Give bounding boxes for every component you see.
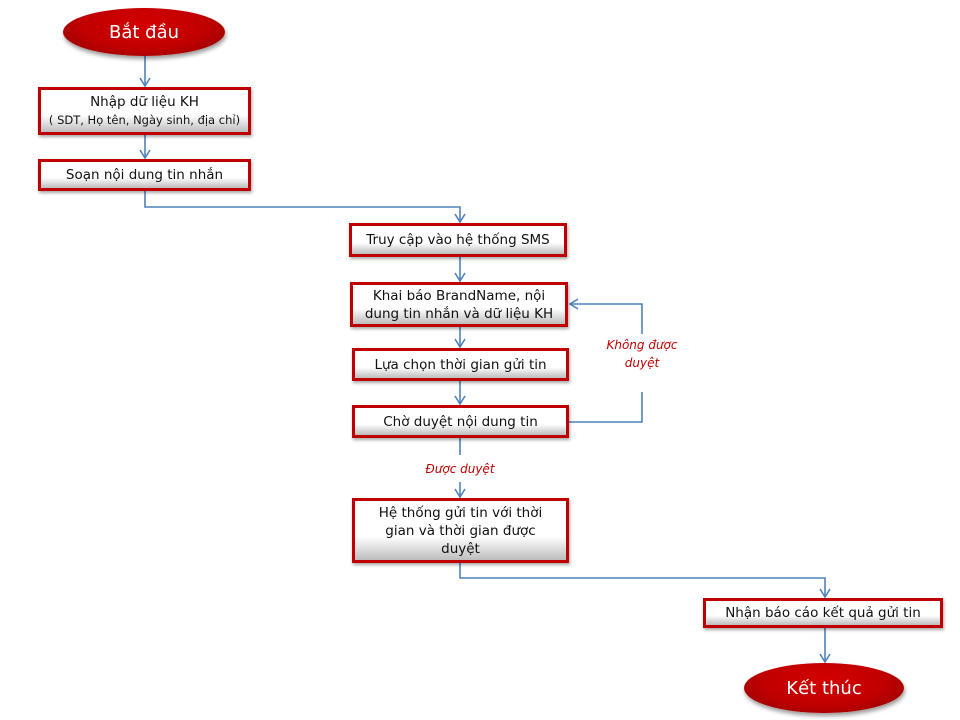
end-label: Kết thúc <box>786 677 862 699</box>
step-access: Truy cập vào hệ thống SMS <box>349 223 567 257</box>
step-input-data: Nhập dữ liệu KH ( SDT, Họ tên, Ngày sinh… <box>38 87 251 135</box>
start-label: Bắt đầu <box>108 21 180 43</box>
step-send-label: Hệ thống gửi tin với thời gian và thời g… <box>378 504 543 557</box>
approved-label: Được duyệt <box>425 462 495 476</box>
rejected-label: Không được duyệt <box>606 338 678 370</box>
step-send: Hệ thống gửi tin với thời gian và thời g… <box>352 498 569 563</box>
step-choose-time-label: Lựa chọn thời gian gửi tin <box>374 356 547 373</box>
arrow-compose-to-access <box>144 191 466 224</box>
step-access-label: Truy cập vào hệ thống SMS <box>366 232 550 248</box>
end-node: Kết thúc <box>744 663 904 713</box>
arrow-rejected-loop <box>569 304 643 423</box>
step-compose: Soạn nội dung tin nhắn <box>38 159 251 191</box>
step-declare-label: Khai báo BrandName, nội dung tin nhắn và… <box>364 287 554 322</box>
arrow-send-to-report <box>459 563 831 599</box>
step-compose-label: Soạn nội dung tin nhắn <box>65 167 224 183</box>
step-input-data-subtitle: ( SDT, Họ tên, Ngày sinh, địa chỉ) <box>48 113 241 127</box>
step-declare: Khai báo BrandName, nội dung tin nhắn và… <box>350 282 568 327</box>
step-input-data-title: Nhập dữ liệu KH <box>90 94 199 110</box>
step-report: Nhận báo cáo kết quả gửi tin <box>703 598 943 628</box>
step-await-approval-label: Chờ duyệt nội dung tin <box>383 413 538 430</box>
start-node: Bắt đầu <box>63 8 225 56</box>
step-await-approval: Chờ duyệt nội dung tin <box>352 405 569 438</box>
step-choose-time: Lựa chọn thời gian gửi tin <box>352 348 569 381</box>
step-report-label: Nhận báo cáo kết quả gửi tin <box>725 605 921 621</box>
